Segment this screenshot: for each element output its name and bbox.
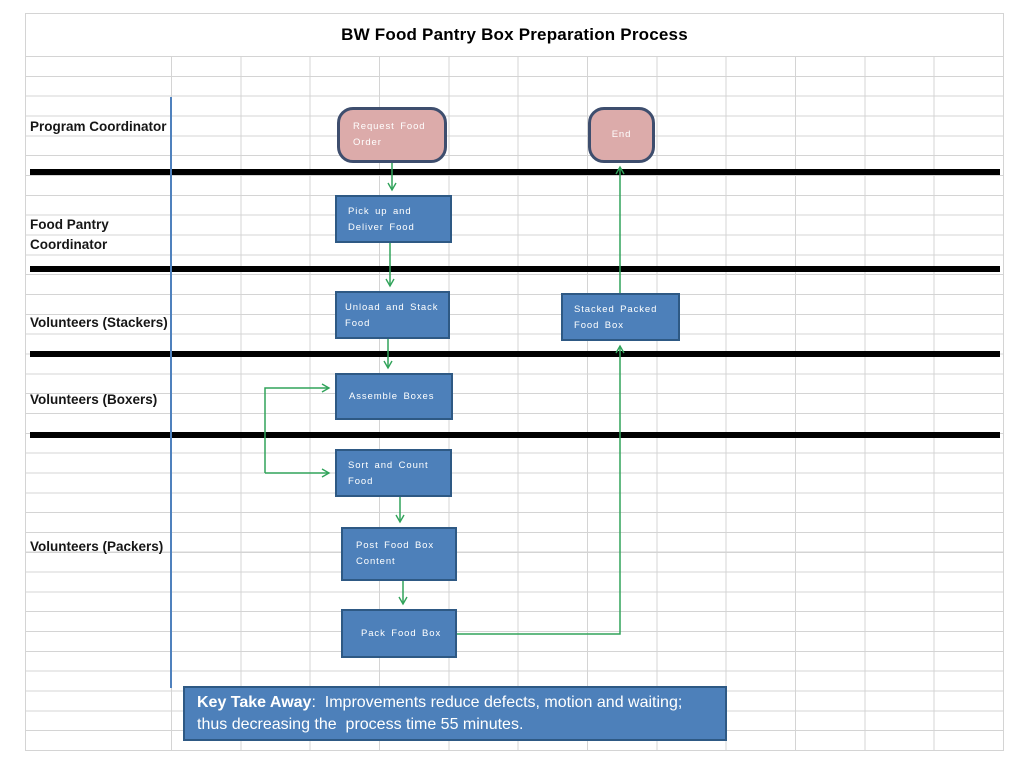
lane-label-volunteers-packers: Volunteers (Packers) (30, 539, 164, 554)
page-title: BW Food Pantry Box Preparation Process (341, 25, 688, 44)
lane-label-food-pantry-coordinator: Food Pantry Coordinator (30, 217, 109, 252)
title-cell: BW Food Pantry Box Preparation Process (26, 14, 1003, 57)
lane-divider (30, 432, 1000, 438)
lane-label-volunteers-stackers: Volunteers (Stackers) (30, 315, 168, 330)
node-end: End (588, 107, 655, 163)
node-pickup-deliver-food: Pick up and Deliver Food (335, 195, 452, 243)
swimlane-left-rule (170, 97, 172, 688)
node-assemble-boxes: Assemble Boxes (335, 373, 453, 420)
lane-label-volunteers-boxers: Volunteers (Boxers) (30, 392, 158, 407)
node-pack-food-box: Pack Food Box (341, 609, 457, 658)
key-takeaway-label: Key Take Away (197, 694, 312, 711)
gridlines-cols (171, 56, 1003, 750)
node-unload-stack-food: Unload and Stack Food (335, 291, 450, 339)
node-sort-count-food: Sort and Count Food (335, 449, 452, 497)
key-takeaway-text: : Improvements reduce defects, motion an… (197, 694, 692, 733)
lane-label-program-coordinator: Program Coordinator (30, 119, 167, 134)
node-stacked-packed-food-box: Stacked Packed Food Box (561, 293, 680, 341)
node-post-food-box-content: Post Food Box Content (341, 527, 457, 581)
key-takeaway-note: Key Take Away: Improvements reduce defec… (183, 686, 727, 741)
lane-divider (30, 266, 1000, 272)
lane-divider (30, 351, 1000, 357)
lane-divider (30, 169, 1000, 175)
node-request-food-order: Request Food Order (337, 107, 447, 163)
